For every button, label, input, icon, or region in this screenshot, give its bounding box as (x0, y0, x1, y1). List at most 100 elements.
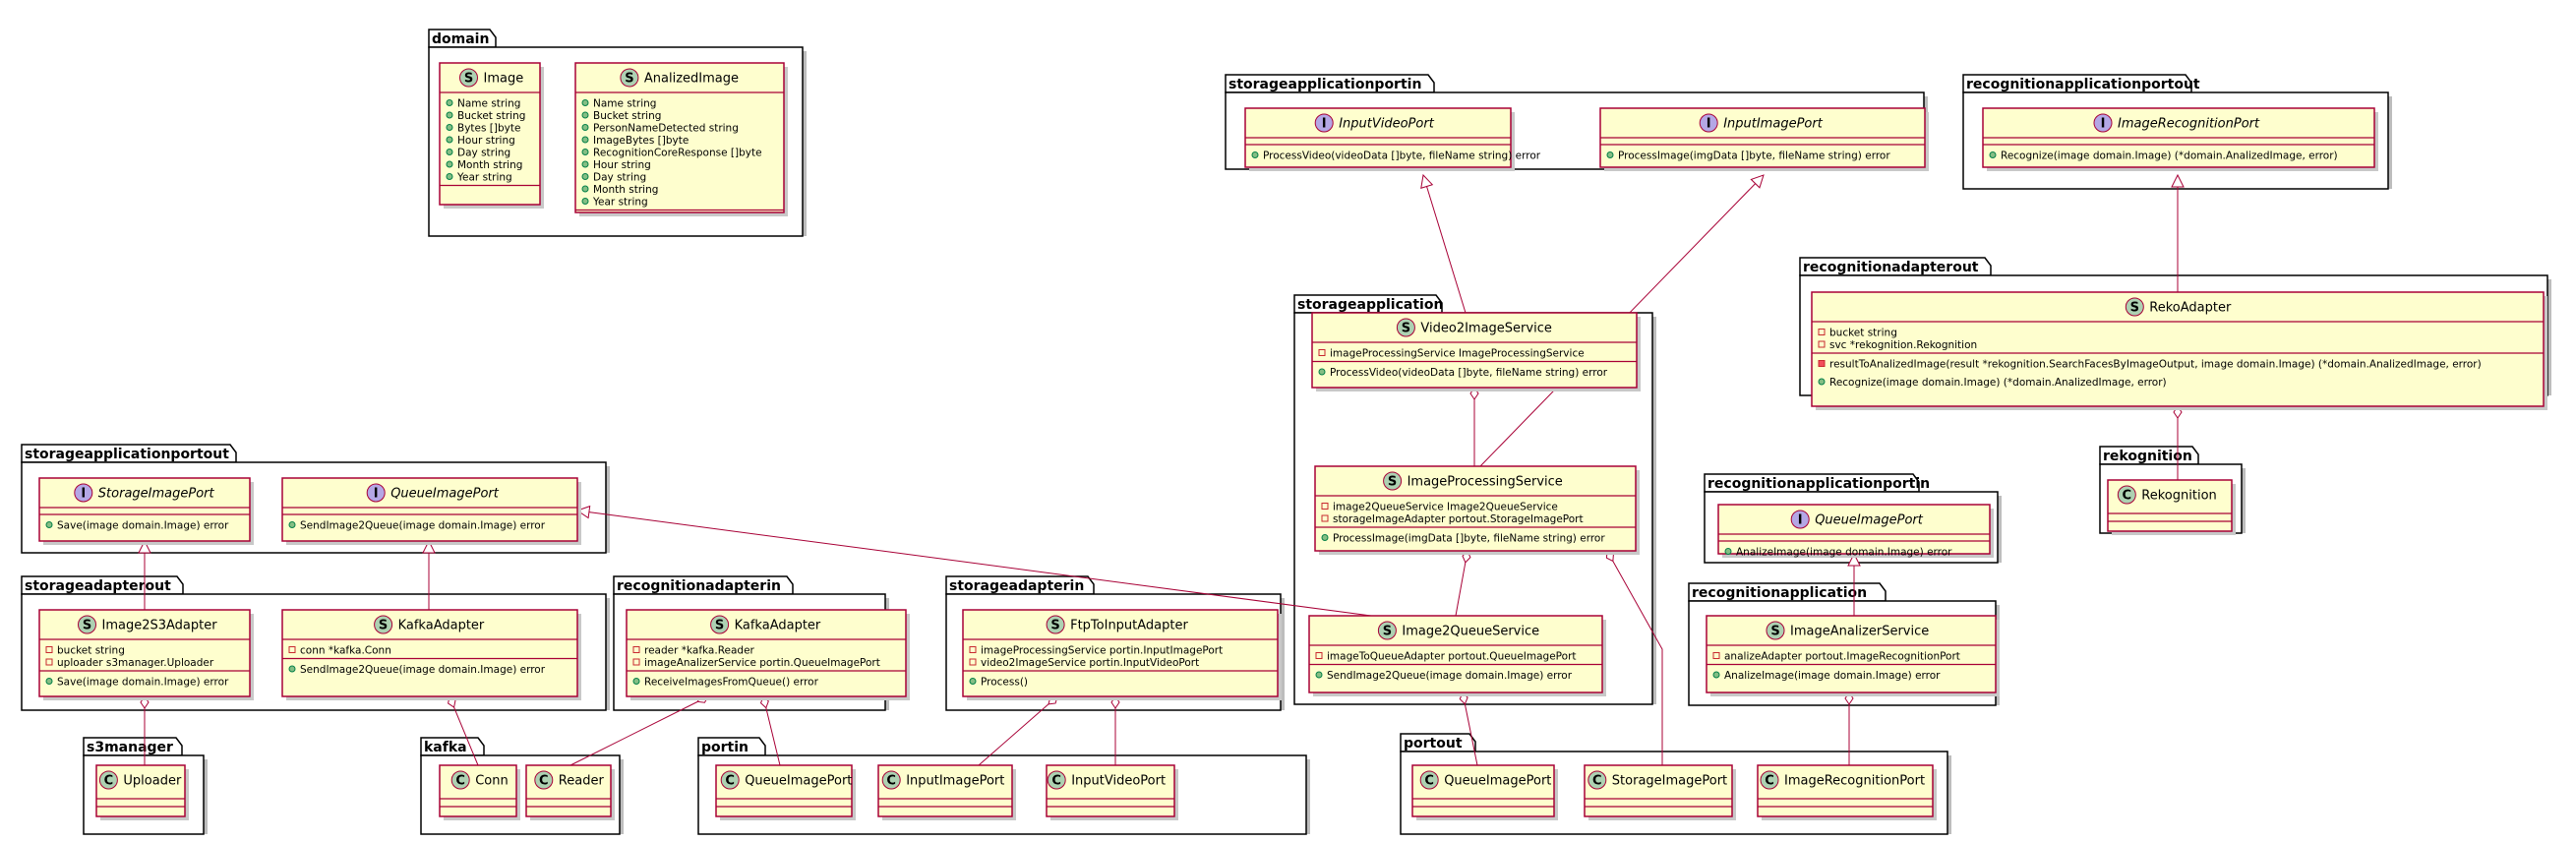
package-name: recognitionapplicationportout (1966, 77, 2200, 92)
public-visibility-icon (581, 160, 589, 168)
package-name: storageadapterout (25, 578, 171, 594)
realization-arrowhead (138, 539, 151, 554)
class-field: imageProcessingService ImageProcessingSe… (1330, 348, 1585, 360)
public-visibility-icon (446, 160, 453, 168)
class-field: storageImageAdapter portout.StorageImage… (1333, 513, 1584, 525)
class-name: Uploader (123, 774, 182, 789)
class-method: AnalizeImage(image domain.Image) error (1724, 670, 1941, 682)
class-box (281, 609, 578, 697)
class-field: Bytes []byte (457, 123, 520, 135)
package-tab (1799, 257, 1992, 276)
svg-text:S: S (625, 72, 633, 87)
package-name: storageapplicationportin (1228, 77, 1421, 92)
class-box (574, 62, 785, 213)
public-visibility-icon (446, 136, 453, 144)
relation-line (588, 511, 1372, 617)
class-name: Image2S3Adapter (102, 619, 218, 633)
package-tab (83, 737, 183, 756)
class-name: StorageImagePort (1612, 774, 1727, 789)
class-method: SendImage2Queue(image domain.Image) erro… (300, 664, 546, 676)
package-tab (1225, 74, 1435, 93)
svg-text:C: C (539, 774, 549, 789)
private-visibility-icon (1818, 329, 1826, 335)
class-field: RecognitionCoreResponse []byte (593, 148, 762, 159)
class-stereotype-icon: C (1047, 770, 1066, 790)
class-stereotype-icon: C (450, 770, 470, 790)
class-method: Recognize(image domain.Image) (*domain.A… (1829, 377, 2167, 389)
package-name: recognitionadapterin (617, 578, 781, 594)
svg-text:C: C (104, 774, 114, 789)
struct-stereotype-icon: S (459, 68, 478, 88)
struct-stereotype-icon: S (1046, 615, 1065, 634)
private-visibility-icon (45, 658, 53, 666)
class-box (38, 609, 251, 697)
package-name: s3manager (87, 740, 173, 755)
relation-line (569, 700, 698, 766)
public-visibility-icon (1315, 671, 1323, 679)
class-name: ImageRecognitionPort (1784, 774, 1925, 789)
class-box (281, 477, 578, 542)
private-method-visibility-icon (1818, 360, 1826, 367)
public-visibility-icon (1724, 548, 1732, 555)
relation-line (1464, 703, 1478, 766)
class-box (1717, 504, 1991, 555)
relation-line (978, 703, 1049, 766)
package-tab (2099, 446, 2199, 465)
struct-stereotype-icon: S (1766, 621, 1785, 640)
relation-line (1426, 186, 1467, 314)
class-stereotype-icon: C (2117, 485, 2136, 505)
realization-reko-adapter-to-image-recognition-port (2171, 173, 2185, 292)
class-field: Year string (456, 172, 512, 184)
svg-text:S: S (83, 619, 91, 633)
class-field: imageProcessingService portin.InputImage… (981, 645, 1223, 657)
public-visibility-icon (581, 124, 589, 131)
svg-text:S: S (1388, 475, 1397, 490)
public-visibility-icon (581, 149, 589, 155)
package-tab (1400, 733, 1476, 752)
package-tab (1688, 582, 1887, 602)
svg-text:S: S (464, 72, 473, 87)
private-visibility-icon (1818, 340, 1826, 348)
package-tab (1962, 74, 2192, 93)
class-field: Bucket string (457, 110, 525, 122)
class-field: Bucket string (593, 110, 661, 122)
class-box (1811, 291, 2545, 407)
public-visibility-icon (288, 665, 296, 673)
class-name: InputImagePort (906, 774, 1004, 789)
realization-arrowhead (422, 539, 436, 554)
struct-stereotype-icon: S (1383, 471, 1403, 491)
svg-text:I: I (1707, 117, 1711, 132)
relation-line (453, 706, 479, 766)
public-visibility-icon (581, 173, 589, 180)
class-box (877, 764, 1013, 817)
private-visibility-icon (45, 646, 53, 653)
realization-image-analizer-service-to-queue-image-port-in (1847, 552, 1861, 616)
public-visibility-icon (1606, 151, 1614, 158)
public-visibility-icon (581, 185, 589, 193)
class-stereotype-icon: C (1588, 770, 1607, 790)
class-name: ImageRecognitionPort (2118, 117, 2260, 132)
package-name: storageapplication (1297, 297, 1443, 313)
public-visibility-icon (632, 678, 640, 685)
class-name: RekoAdapter (2149, 301, 2232, 316)
svg-text:I: I (1322, 117, 1327, 132)
class-name: FtpToInputAdapter (1070, 619, 1188, 633)
package-tab (21, 444, 237, 463)
class-method: Recognize(image domain.Image) (*domain.A… (2001, 150, 2338, 162)
public-visibility-icon (446, 124, 453, 131)
realization-arrowhead (1847, 552, 1861, 567)
class-name: AnalizedImage (644, 72, 739, 87)
package-tab (1704, 473, 1920, 493)
interface-stereotype-icon: I (1314, 113, 1334, 133)
public-visibility-icon (581, 136, 589, 144)
private-visibility-icon (1321, 514, 1329, 522)
package-tab (428, 29, 497, 48)
